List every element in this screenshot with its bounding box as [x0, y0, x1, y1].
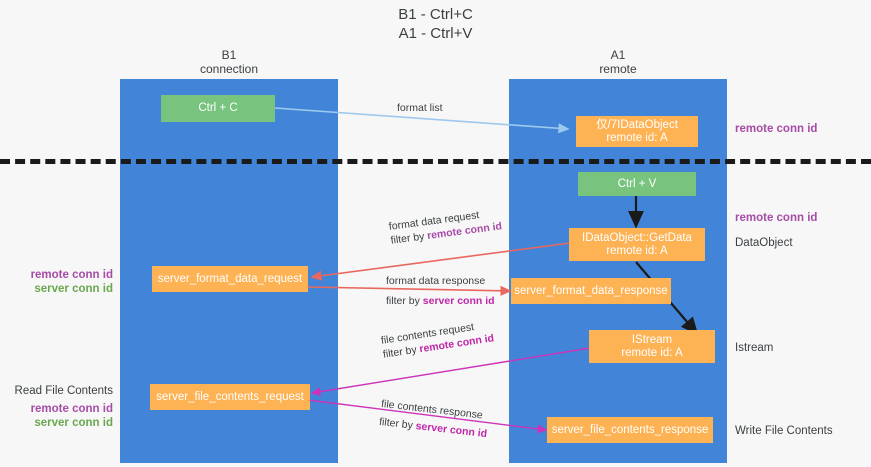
annotation-read-file-contents-text: Read File Contents	[14, 385, 113, 397]
annotation-istream: Istream	[735, 341, 773, 355]
edge-label-file-contents-response: file contents response filter by server …	[378, 397, 489, 441]
node-server-format-data-response-label: server_format_data_response	[514, 284, 668, 297]
node-ctrl-v-label: Ctrl + V	[617, 177, 657, 190]
node-server-format-data-response[interactable]: server_format_data_response	[511, 278, 671, 304]
edge-label-file-contents-response-highlight: server conn id	[415, 420, 488, 441]
edge-label-format-data-response-highlight: server conn id	[422, 295, 495, 307]
edge-label-format-data-response: format data response filter by server co…	[386, 274, 495, 308]
edge-label-format-list-text: format list	[397, 102, 443, 114]
edge-label-file-contents-request-prefix: filter by	[382, 343, 421, 361]
node-server-file-contents-response-label: server_file_contents_response	[551, 423, 709, 436]
node-ctrl-c[interactable]: Ctrl + C	[161, 95, 275, 122]
node-getdata-label: IDataObject::GetData	[582, 231, 692, 244]
annotation-left-format-server-conn-id: server conn id	[34, 283, 113, 295]
annotation-remote-conn-id-getdata-text: remote conn id	[735, 212, 818, 224]
left-lane-header: B1 connection	[120, 48, 338, 76]
diagram-title: B1 - Ctrl+C A1 - Ctrl+V	[0, 5, 871, 43]
node-istream[interactable]: IStream remote id: A	[589, 330, 715, 363]
annotation-dataobject-text: DataObject	[735, 237, 793, 249]
title-line-1: B1 - Ctrl+C	[398, 6, 473, 23]
phase-divider	[0, 159, 871, 164]
annotation-remote-conn-id-getdata: remote conn id	[735, 211, 817, 225]
left-lane-header-line-1: B1	[221, 48, 237, 62]
annotation-remote-conn-id-top-text: remote conn id	[735, 123, 818, 135]
node-idataobject-remote-id: remote id: A	[606, 131, 668, 144]
annotation-left-format-conn-ids: remote conn id server conn id	[0, 268, 113, 296]
edge-label-format-data-request: format data request filter by remote con…	[388, 205, 503, 247]
node-istream-label: IStream	[631, 333, 673, 346]
annotation-left-format-remote-conn-id: remote conn id	[30, 269, 113, 281]
annotation-left-read-remote-conn-id: remote conn id	[30, 403, 113, 415]
annotation-write-file-contents: Write File Contents	[735, 424, 833, 438]
node-server-file-contents-response[interactable]: server_file_contents_response	[547, 417, 713, 443]
edge-label-format-list: format list	[397, 101, 443, 115]
left-lane-header-line-2: connection	[199, 62, 259, 76]
node-server-format-data-request[interactable]: server_format_data_request	[152, 266, 308, 292]
annotation-remote-conn-id-top: remote conn id	[735, 122, 817, 136]
annotation-left-read-file-contents: Read File Contents remote conn id server…	[0, 384, 113, 430]
right-lane-header-line-2: remote	[599, 62, 637, 76]
edge-label-file-contents-request: file contents request filter by remote c…	[380, 317, 495, 361]
annotation-left-read-server-conn-id: server conn id	[34, 417, 113, 429]
node-server-format-data-request-label: server_format_data_request	[157, 272, 303, 285]
edge-label-format-data-response-line1: format data response	[386, 275, 486, 287]
node-ctrl-c-label: Ctrl + C	[198, 102, 238, 114]
annotation-write-file-contents-text: Write File Contents	[735, 425, 833, 437]
node-idataobject[interactable]: 仅/7IDataObject remote id: A	[576, 116, 698, 147]
node-istream-remote-id: remote id: A	[621, 346, 683, 359]
edge-label-format-data-request-prefix: filter by	[389, 230, 428, 247]
node-getdata[interactable]: IDataObject::GetData remote id: A	[569, 228, 705, 261]
node-server-file-contents-request[interactable]: server_file_contents_request	[150, 384, 310, 410]
title-line-2: A1 - Ctrl+V	[398, 25, 473, 42]
annotation-istream-text: Istream	[735, 342, 774, 354]
edge-label-format-data-response-line2: filter by server conn id	[386, 294, 495, 308]
edge-label-format-data-response-prefix: filter by	[386, 295, 423, 307]
right-lane-header-line-1: A1	[610, 48, 626, 62]
annotation-dataobject: DataObject	[735, 236, 793, 250]
node-server-file-contents-request-label: server_file_contents_request	[156, 390, 304, 403]
edge-label-file-contents-response-prefix: filter by	[378, 415, 417, 432]
right-lane-header: A1 remote	[509, 48, 727, 76]
node-idataobject-label: 仅/7IDataObject	[596, 118, 678, 131]
node-ctrl-v[interactable]: Ctrl + V	[578, 172, 696, 196]
node-getdata-remote-id: remote id: A	[606, 244, 668, 257]
